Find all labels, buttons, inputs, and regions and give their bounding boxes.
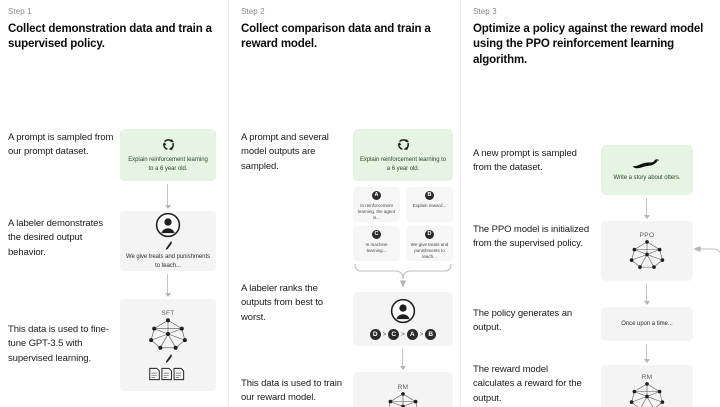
step-1-labeler-node: We give treats and punishments to teach.… [120, 211, 216, 272]
rank-4-badge: B [425, 329, 437, 341]
step-3-prompt-text: Write a story about otters. [613, 175, 681, 182]
step-1-arrow-2 [164, 274, 171, 298]
rank-2-badge: C [388, 329, 400, 341]
step-2-caption-2: A labeler ranks the outputs from best to… [241, 283, 323, 323]
pencil-icon [164, 240, 173, 251]
step-3-output-node: Once upon a time... [601, 306, 693, 341]
ppo-feedback-loop-arrow [691, 245, 720, 407]
person-icon [390, 298, 416, 324]
step-2-output-card-a: A In reinforcement learning, the agent i… [353, 187, 400, 223]
step-1-prompt-node: Explain reinforcement learning to a 6 ye… [120, 129, 216, 182]
step-3-title: Optimize a policy against the reward mod… [473, 22, 704, 67]
rank-sep-1: > [382, 331, 387, 338]
step-3-arrow-2 [643, 283, 650, 305]
documents-icon [148, 367, 188, 381]
pencil-icon [164, 353, 173, 364]
rank-sep-3: > [419, 331, 424, 338]
badge-b: B [425, 191, 434, 201]
step-1-caption-1: A prompt is sampled from our prompt data… [8, 132, 114, 158]
person-icon [155, 212, 181, 238]
step-2-title: Collect comparison data and train a rewa… [241, 22, 431, 51]
step-3-arrow-1 [643, 197, 650, 219]
step-3-label: Step 3 [473, 7, 497, 16]
step-3-rm-node: RM [601, 364, 693, 407]
step-1-caption-3: This data is used to fine-tune GPT-3.5 w… [8, 324, 109, 364]
step-2-label: Step 2 [241, 7, 265, 16]
step-2-caption-3: This data is used to train our reward mo… [241, 378, 342, 404]
neural-net-icon [382, 391, 424, 407]
rank-3-badge: A [406, 329, 418, 341]
step-2-prompt-text: Explain reinforcement learning to a 6 ye… [359, 157, 447, 172]
badge-a: A [372, 191, 381, 201]
step-1-prompt-text: Explain reinforcement learning to a 6 ye… [128, 157, 208, 172]
neural-net-icon [145, 317, 191, 351]
step-1-caption-2: A labeler demonstrates the desired outpu… [8, 218, 103, 258]
step-1-title: Collect demonstration data and train a s… [8, 22, 212, 51]
step-3-rm-tag: RM [641, 373, 653, 381]
step-1-labeler-text: We give treats and punishments to teach.… [125, 254, 211, 269]
step-2-labeler-node: D > C > A > B [353, 292, 453, 347]
step-2-output-card-b: B Explain reward... [406, 187, 453, 223]
badge-d: D [425, 230, 434, 240]
step-2-brace [353, 262, 453, 288]
step-3-caption-2: The PPO model is initialized from the su… [473, 223, 590, 250]
step-1-arrow-1 [164, 184, 171, 210]
step-3-caption-1: A new prompt is sampled from the dataset… [473, 147, 577, 174]
step-2-rm-tag: RM [397, 384, 409, 392]
step-2-output-card-d: D We give treats and punishments to teac… [406, 226, 453, 262]
otter-icon [632, 157, 662, 170]
step-1-sft-tag: SFT [161, 309, 175, 317]
rank-1-badge: D [369, 329, 381, 341]
step-2-output-text-d: We give treats and punishments to teach.… [410, 242, 449, 259]
step-2-arrow-1 [399, 349, 406, 371]
step-3-output-text: Once upon a time... [621, 320, 673, 327]
step-2-caption-1: A prompt and several model outputs are s… [241, 132, 329, 172]
step-3-column: Step 3 Optimize a policy against the rew… [460, 0, 720, 407]
step-2-output-card-c: C In machine learning... [353, 226, 400, 262]
step-3-ppo-node: PPO [601, 220, 693, 281]
recycle-icon [161, 137, 176, 152]
step-3-caption-3: The policy generates an output. [473, 307, 573, 334]
step-2-ranking-row: D > C > A > B [369, 329, 437, 341]
step-2-column: Step 2 Collect comparison data and train… [228, 0, 460, 407]
neural-net-icon [626, 381, 668, 407]
badge-c: C [372, 230, 381, 240]
step-3-ppo-tag: PPO [639, 231, 655, 239]
neural-net-icon [626, 239, 668, 270]
step-3-caption-4: The reward model calculates a reward for… [473, 363, 582, 404]
step-1-column: Step 1 Collect demonstration data and tr… [0, 0, 228, 407]
step-2-output-text-b: Explain reward... [412, 203, 447, 209]
step-2-rm-node: RM [353, 372, 453, 407]
step-2-prompt-node: Explain reinforcement learning to a 6 ye… [353, 129, 453, 182]
rank-sep-2: > [401, 331, 405, 338]
step-2-output-text-c: In machine learning... [365, 242, 388, 253]
step-1-sft-node: SFT [120, 299, 216, 392]
step-2-output-text-a: In reinforcement learning, the agent is.… [357, 203, 396, 220]
step-3-arrow-3 [643, 343, 650, 363]
recycle-icon [396, 137, 411, 152]
step-1-label: Step 1 [8, 7, 32, 16]
step-3-prompt-node: Write a story about otters. [601, 144, 693, 195]
